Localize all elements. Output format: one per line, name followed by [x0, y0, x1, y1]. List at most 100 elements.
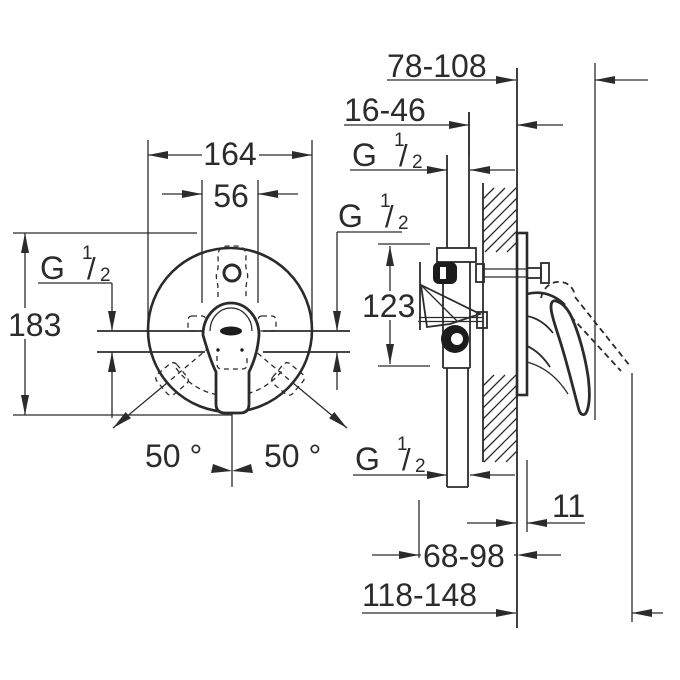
dim-16-46-label: 16-46: [344, 92, 426, 128]
dim-183-label: 183: [8, 307, 61, 343]
angle-left-label: 50 °: [145, 438, 202, 474]
thread-den: 2: [415, 456, 426, 477]
front-thread-arrow-up: [108, 352, 116, 372]
dim-68-98-arrow-left: [399, 551, 419, 559]
lever-inner-curve-3: [526, 361, 569, 395]
handle-dot-left: [216, 348, 220, 352]
dim-183-arrow-top: [21, 233, 29, 253]
lever-inner-curve-1: [526, 315, 554, 334]
side-bottom-thread-arrow-right: [470, 471, 490, 479]
wall-hatch-line: [495, 230, 518, 253]
dim-118-148-arrow-right: [632, 609, 652, 617]
dim-11-label: 11: [552, 488, 585, 524]
angle-right-label: 50 °: [264, 438, 321, 474]
thread-slash: /: [399, 138, 408, 173]
wall-hatch-line: [482, 187, 517, 222]
wall-hatch-line: [482, 395, 518, 431]
wall-hatch-line: [494, 439, 518, 463]
dim-11-arrow-right: [527, 519, 547, 527]
valve-cone-section: [419, 283, 483, 329]
thread-num: 1: [397, 434, 408, 455]
thread-den: 2: [100, 265, 111, 286]
wall-hatch-line: [482, 417, 518, 453]
wall-hatch-upper: [482, 187, 518, 253]
angle-arc-arrow-left: [211, 464, 232, 473]
dim-118-148-label: 118-148: [362, 577, 477, 613]
thread-slash: /: [385, 199, 394, 234]
side-top-thread-label: G 1 / 2: [350, 130, 515, 174]
dim-164-label: 164: [203, 136, 256, 172]
dim-164-label-bg: [202, 140, 259, 168]
wall-hatch-line: [482, 208, 518, 244]
screw-boss: [475, 263, 485, 283]
dim-68-98-label: 68-98: [423, 538, 505, 574]
dim-56-arrow-left: [182, 190, 202, 198]
cartridge-dashed-outline: [215, 245, 249, 297]
side-bottom-thread-arrow-left: [427, 471, 447, 479]
side-mid-thread-arrow-down: [333, 311, 341, 331]
dim-183-label-bg: [4, 308, 62, 339]
dim-164-arrow-right: [292, 151, 312, 159]
wall-hatch-lower: [482, 374, 518, 463]
wall-hatch-line: [506, 241, 518, 253]
wall-hatch-line: [482, 197, 518, 233]
angle-arrow-left: [113, 412, 131, 428]
lever-alt-position-arc: [540, 281, 576, 299]
thread-den: 2: [398, 213, 409, 234]
side-view-trim: [515, 231, 631, 417]
front-thread-label: G 1 / 2: [38, 243, 116, 418]
knob-stem: [526, 267, 542, 279]
dim-123-arrow-bottom: [386, 344, 394, 364]
handle-hidden-body-dashed: [216, 356, 248, 370]
handle-logo-slot: [220, 326, 242, 336]
dim-78-108-arrow-left: [496, 76, 516, 84]
dim-78-108-arrow-right: [595, 76, 615, 84]
dim-68-98-arrow-right: [517, 551, 537, 559]
lever-alt-position-line-1: [574, 296, 631, 367]
wall-hatch-line: [482, 384, 518, 420]
handle-front-outline: [201, 301, 261, 415]
dim-16-46-arrow-left: [449, 121, 469, 129]
wall-hatch-line: [482, 374, 495, 387]
thread-g: G: [352, 137, 377, 173]
lever-blade-side: [549, 299, 591, 417]
side-mid-thread-arrow-up: [333, 352, 341, 372]
thread-slash: /: [402, 442, 411, 477]
top-union-elbow: [436, 247, 477, 263]
side-port-left: [155, 362, 189, 396]
thread-g: G: [40, 250, 65, 286]
angle-arc-arrow-right: [232, 464, 253, 473]
handle-inner-arc: [209, 307, 253, 332]
dim-56-label: 56: [213, 178, 249, 214]
lever-inner-curve-2: [526, 345, 551, 368]
wall-hatch-line: [484, 219, 518, 253]
thread-g: G: [338, 198, 363, 234]
collar-tab-right: [257, 315, 277, 332]
dimensions: 164 56 183 G 1 / 2 50 ° 50 °: [4, 48, 663, 622]
wall-hatch-line: [482, 187, 506, 211]
escutcheon-plate-side: [515, 231, 529, 397]
knob-cap: [540, 262, 550, 284]
thread-slash: /: [87, 251, 96, 286]
front-thread-arrow-down: [108, 311, 116, 331]
thread-num: 1: [380, 191, 391, 212]
angle-arrow-right: [329, 412, 347, 428]
side-top-thread-arrow-right: [470, 166, 490, 174]
dim-68-98-label-bg: [421, 541, 514, 570]
wall-hatch-line: [482, 374, 506, 398]
side-view-valve: [418, 112, 550, 488]
wall-hatch-line: [482, 187, 495, 200]
side-bottom-thread-label: G 1 / 2: [353, 434, 515, 479]
dim-183-arrow-bottom: [21, 395, 29, 415]
side-mid-thread-label: G 1 / 2: [333, 191, 409, 390]
side-top-thread-arrow-left: [427, 166, 447, 174]
dim-123-label: 123: [362, 288, 415, 324]
lower-screw-clip: [476, 311, 488, 329]
thread-g: G: [355, 441, 380, 477]
wall-hatch-line: [482, 406, 518, 442]
thread-num: 1: [82, 243, 93, 264]
thread-den: 2: [412, 152, 423, 173]
front-view: [97, 245, 350, 487]
